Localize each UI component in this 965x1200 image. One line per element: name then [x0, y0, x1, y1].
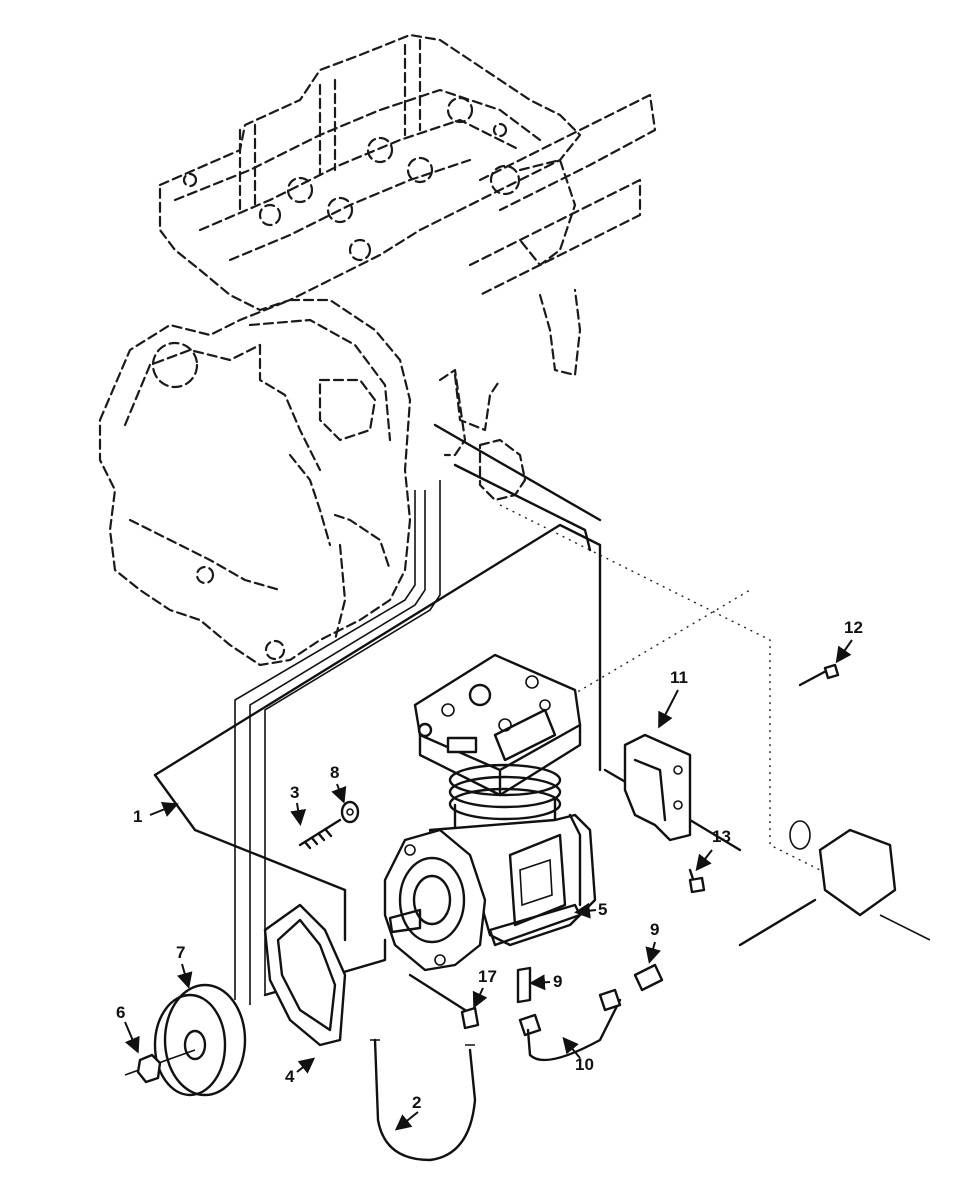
drive-gear: [124, 983, 247, 1097]
fittings-and-tube: [460, 963, 664, 1062]
capscrews: [688, 663, 840, 894]
air-compressor-assembly: [383, 653, 597, 972]
callout-labels: 1 2 3 4 5 6 7 8 9 9 10 11 12 13 17: [116, 618, 863, 1131]
callout-4: 4: [285, 1067, 295, 1086]
stud-and-nut: [298, 800, 360, 850]
hose-assembly: [370, 1038, 477, 1162]
gear-nut: [136, 1053, 162, 1084]
callout-5: 5: [598, 900, 607, 919]
callout-9-left: 9: [553, 972, 562, 991]
callout-1: 1: [133, 807, 142, 826]
mounting-bracket: [623, 733, 692, 842]
engine-phantom-outline: [98, 33, 657, 667]
callout-13: 13: [712, 827, 731, 846]
callout-12: 12: [844, 618, 863, 637]
callout-7: 7: [176, 943, 185, 962]
callout-17: 17: [478, 967, 497, 986]
callout-3: 3: [290, 783, 299, 802]
callout-6: 6: [116, 1003, 125, 1022]
callout-2: 2: [412, 1093, 421, 1112]
callout-9-right: 9: [650, 920, 659, 939]
gasket: [263, 903, 347, 1047]
callout-11: 11: [670, 668, 688, 687]
cover-plate: [789, 820, 931, 941]
callout-10: 10: [575, 1055, 594, 1074]
callout-8: 8: [330, 763, 339, 782]
